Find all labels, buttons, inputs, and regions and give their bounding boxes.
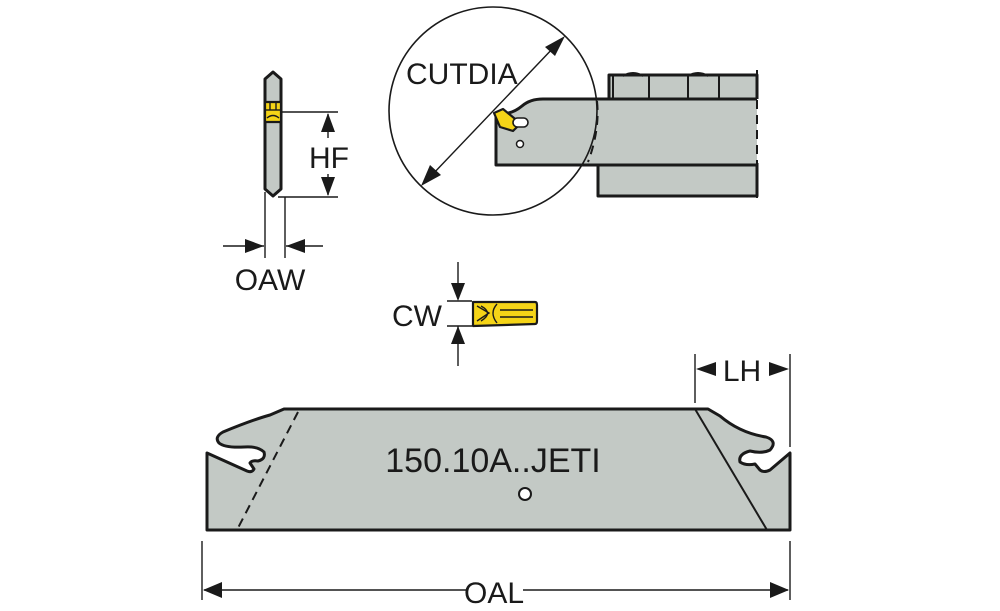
cutdia-arrow-upper-icon (545, 36, 565, 56)
cutdia-arrow-lower-icon (421, 165, 441, 186)
blade-front-body (205, 407, 792, 532)
blade-assembly-body (494, 97, 757, 167)
oal-label: OAL (464, 577, 524, 610)
tool-assembly-view: CUTDIA (388, 6, 759, 216)
blade-designation-label: 150.10A..JETI (385, 442, 600, 480)
blade-front-view: 150.10A..JETI LH OAL (201, 354, 792, 610)
blade-hole (518, 487, 532, 501)
insert-top-icon (471, 300, 539, 328)
insert-side-icon (263, 100, 283, 124)
cw-arrow-down-icon (451, 283, 465, 301)
insert-top-view: CW (392, 262, 539, 366)
side-view-blade: HF OAW (223, 70, 349, 297)
hf-arrow-up-icon (321, 113, 335, 132)
cutdia-label: CUTDIA (406, 58, 518, 91)
oaw-arrow-left-icon (286, 239, 305, 253)
oal-arrow-left-icon (203, 582, 222, 598)
blade-right-chamfer-line (694, 408, 768, 531)
hf-arrow-down-icon (321, 177, 335, 196)
lh-label: LH (723, 355, 761, 388)
lh-arrow-right-icon (769, 362, 789, 376)
blade-left-hidden-line (237, 411, 299, 529)
oaw-label: OAW (235, 264, 306, 297)
oaw-arrow-right-icon (245, 239, 264, 253)
cutdia-circle (388, 6, 598, 216)
oal-arrow-right-icon (770, 582, 789, 598)
cw-label: CW (392, 300, 443, 333)
hf-label: HF (309, 142, 349, 175)
lh-arrow-left-icon (696, 362, 716, 376)
cutdia-dimension-line (430, 44, 557, 177)
assembly-hole (515, 139, 525, 149)
holder-clamp-block (607, 73, 759, 99)
holder-lower-block (596, 163, 759, 198)
blade-side-profile (263, 70, 283, 198)
